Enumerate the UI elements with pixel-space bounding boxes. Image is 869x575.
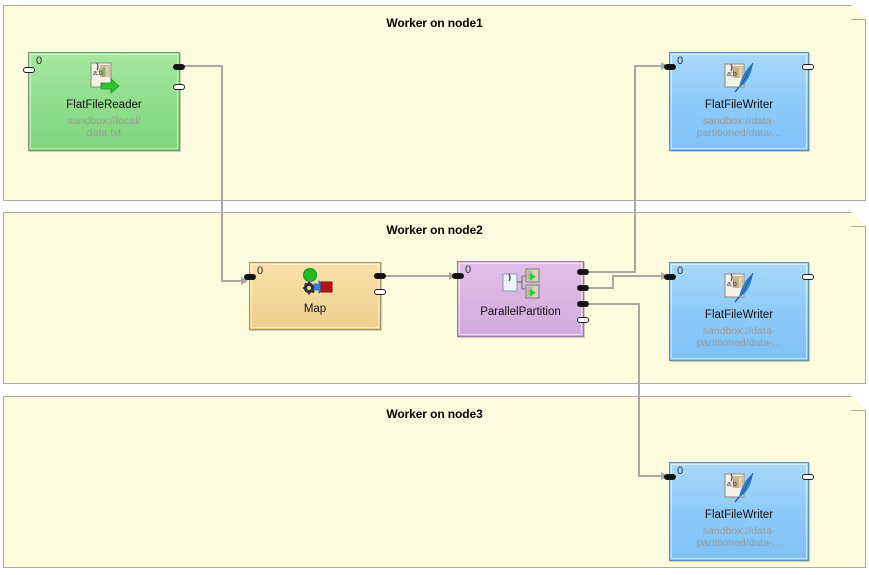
svg-text:a;b: a;b — [727, 481, 737, 488]
flat-file-writer-icon: a;b — [722, 471, 756, 505]
flat-file-writer-icon: a;b — [722, 271, 756, 305]
output-port[interactable] — [802, 64, 814, 70]
edge-partition-to-writer3-segment[interactable] — [584, 303, 640, 305]
parallel-partition-icon — [501, 267, 541, 301]
component-index-label: 0 — [36, 55, 43, 67]
component-index-label: 0 — [677, 465, 684, 477]
output-port[interactable] — [577, 317, 589, 323]
output-port[interactable] — [577, 285, 589, 291]
input-port[interactable] — [664, 274, 676, 280]
input-port[interactable] — [664, 474, 676, 480]
component-index-label: 0 — [677, 265, 684, 277]
component-path-line1: sandbox://local/ — [67, 115, 141, 127]
edge-partition-to-writer1-segment[interactable] — [584, 271, 636, 273]
output-port[interactable] — [577, 269, 589, 275]
component-index-label: 0 — [465, 264, 472, 276]
component-path-line1: sandbox://data- — [702, 525, 776, 537]
folded-corner-icon — [851, 4, 866, 20]
component-flatfilewriter-node2[interactable]: 0 a;b FlatFileWriter sandbox://data- par… — [664, 262, 814, 361]
edge-partition-to-writer2-segment[interactable] — [612, 275, 614, 289]
component-name-label: FlatFileWriter — [704, 509, 774, 521]
component-path-line2: partitioned/data-... — [696, 337, 782, 349]
edge-partition-to-writer1-segment[interactable] — [634, 65, 636, 273]
component-name-label: Map — [303, 303, 327, 315]
component-path-line2: partitioned/data-... — [696, 537, 782, 549]
input-port[interactable] — [244, 274, 256, 280]
component-path-line2: partitioned/data-... — [696, 127, 782, 139]
worker-group-title: Worker on node3 — [386, 407, 483, 421]
edge-partition-to-writer1-segment[interactable] — [634, 65, 663, 67]
output-port[interactable] — [173, 84, 185, 90]
svg-text:a;b: a;b — [93, 70, 103, 77]
component-map[interactable]: 0 Map — [244, 262, 386, 330]
worker-group-title: Worker on node1 — [386, 16, 483, 30]
component-flatfilewriter-node3[interactable]: 0 a;b FlatFileWriter sandbox://data- par… — [664, 462, 814, 561]
component-flatfilewriter-node1[interactable]: 0 a;b FlatFileWriter sandbox://data- par… — [664, 52, 814, 151]
component-path-line1: sandbox://data- — [702, 325, 776, 337]
map-transform-icon — [297, 268, 333, 298]
flat-file-writer-icon: a;b — [722, 61, 756, 95]
component-name-label: FlatFileReader — [66, 99, 142, 111]
output-port[interactable] — [374, 273, 386, 279]
output-port[interactable] — [802, 474, 814, 480]
edge-partition-to-writer3-segment[interactable] — [638, 303, 640, 476]
component-name-label: FlatFileWriter — [704, 309, 774, 321]
edge-map-to-partition-segment[interactable] — [381, 275, 451, 277]
output-port[interactable] — [173, 64, 185, 70]
output-port[interactable] — [577, 301, 589, 307]
svg-text:a;b: a;b — [727, 71, 737, 78]
worker-group-title: Worker on node2 — [386, 223, 483, 237]
component-flatfilereader[interactable]: 0 a;b FlatFileReader sandbox://local/ da… — [23, 52, 185, 151]
input-port[interactable] — [23, 67, 35, 73]
component-name-label: ParallelPartition — [480, 306, 561, 318]
component-path-line1: sandbox://data- — [702, 115, 776, 127]
edge-partition-to-writer2-segment[interactable] — [584, 287, 614, 289]
edge-reader-to-map-segment[interactable] — [221, 280, 243, 282]
edge-reader-to-map-segment[interactable] — [221, 65, 223, 282]
edge-arrow-icon — [241, 277, 248, 285]
svg-text:a;b: a;b — [727, 281, 737, 288]
component-name-label: FlatFileWriter — [704, 99, 774, 111]
input-port[interactable] — [664, 64, 676, 70]
edge-partition-to-writer3-segment[interactable] — [638, 475, 663, 477]
flat-file-reader-icon: a;b — [87, 61, 121, 95]
edge-partition-to-writer2-segment[interactable] — [612, 275, 663, 277]
component-index-label: 0 — [257, 265, 264, 277]
output-port[interactable] — [374, 289, 386, 295]
component-index-label: 0 — [677, 55, 684, 67]
edge-reader-to-map-segment[interactable] — [180, 65, 223, 67]
input-port[interactable] — [452, 273, 464, 279]
folded-corner-icon — [851, 395, 866, 411]
folded-corner-icon — [851, 211, 866, 227]
component-path-line2: data.txt — [86, 127, 122, 139]
component-parallelpartition[interactable]: 0 ParallelPartition — [452, 261, 589, 337]
output-port[interactable] — [802, 274, 814, 280]
